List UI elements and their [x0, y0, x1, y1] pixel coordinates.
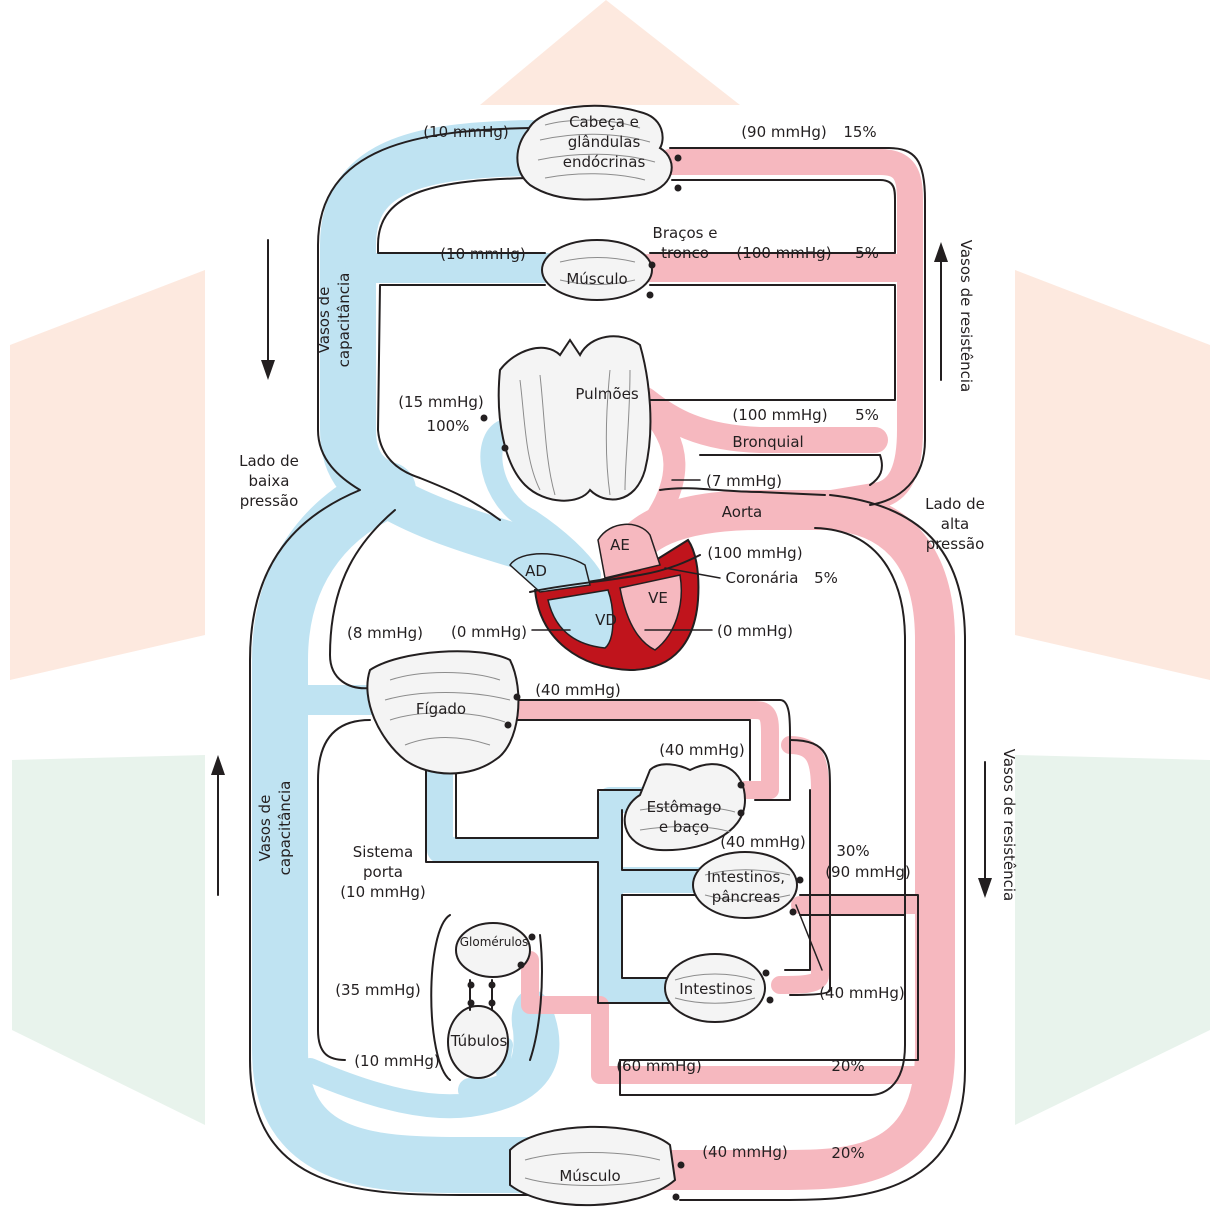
percent-kidney: 20% [831, 1057, 864, 1075]
percent-splanchnic: 30% [836, 842, 869, 860]
pressure-rv: (0 mmHg) [451, 623, 527, 641]
glomeruli-organ [456, 923, 530, 977]
intestines-label: Intestinos [679, 980, 753, 998]
pressure-pulm-art: (7 mmHg) [706, 472, 782, 490]
resistance-top-label: Vasos de resistência [957, 240, 975, 392]
percent-lung: 100% [427, 417, 470, 435]
percent-coronary: 5% [814, 569, 838, 587]
muscle-top-label: Músculo [566, 270, 627, 288]
pressure-coronary-art: (100 mmHg) [707, 544, 802, 562]
ad-label: AD [525, 562, 547, 580]
pressure-lung-vein: (15 mmHg) [398, 393, 484, 411]
vd-label: VD [595, 611, 617, 629]
pressure-liver-vein: (8 mmHg) [347, 624, 423, 642]
pressure-kidney-10: (10 mmHg) [354, 1052, 440, 1070]
lungs-label: Pulmões [575, 385, 638, 403]
percent-bronchial: 5% [855, 406, 879, 424]
muscle-bottom-label: Músculo [559, 1167, 620, 1185]
pressure-kidney-60: (60 mmHg) [616, 1057, 702, 1075]
resistance-bottom-label: Vasos de resistência [1000, 749, 1018, 901]
tubules-label: Túbulos [450, 1032, 508, 1050]
percent-head: 15% [843, 123, 876, 141]
pressure-bronchial-art: (100 mmHg) [732, 406, 827, 424]
pressure-lv: (0 mmHg) [717, 622, 793, 640]
pressure-muscle-art: (40 mmHg) [702, 1143, 788, 1161]
pressure-hepatic-art: (40 mmHg) [535, 681, 621, 699]
coronary-label: Coronária [726, 569, 799, 587]
muscle-bottom-organ [510, 1127, 675, 1205]
bronchial-label: Bronquial [732, 433, 803, 451]
percent-muscle: 20% [831, 1144, 864, 1162]
ve-label: VE [648, 589, 668, 607]
artery-head [670, 162, 910, 505]
liver-label: Fígado [416, 700, 466, 718]
aorta-label: Aorta [722, 503, 762, 521]
pressure-intestine2-art: (40 mmHg) [819, 984, 905, 1002]
pressure-arms-art: (100 mmHg) [736, 244, 831, 262]
pressure-arms-vein: (10 mmHg) [440, 245, 526, 263]
pressure-stomach-art: (40 mmHg) [659, 741, 745, 759]
ae-label: AE [610, 536, 630, 554]
glomeruli-label: Glomérulos [460, 935, 529, 949]
percent-arms: 5% [855, 244, 879, 262]
pressure-intestine-art: (40 mmHg) [720, 833, 806, 851]
pressure-head-vein: (10 mmHg) [423, 123, 509, 141]
lungs-organ [499, 336, 651, 500]
pressure-head-art: (90 mmHg) [741, 123, 827, 141]
pressure-splanchnic-art: (90 mmHg) [825, 863, 911, 881]
pressure-kidney-35: (35 mmHg) [335, 981, 421, 999]
